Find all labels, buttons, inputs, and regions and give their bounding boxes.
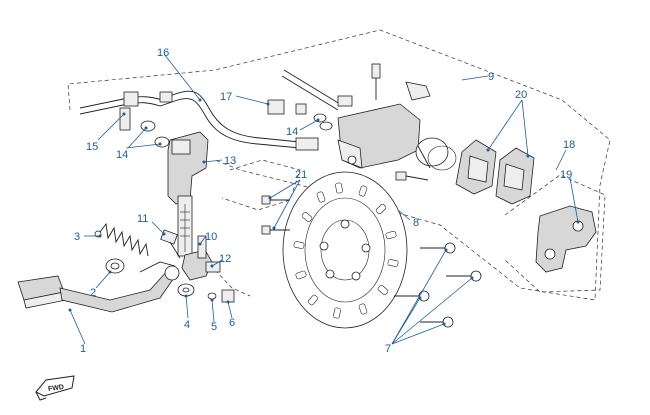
callout-4: 4 <box>184 319 190 331</box>
callout-14-right: 14 <box>286 126 298 138</box>
pedal-group-outline <box>214 159 301 297</box>
callout-12: 12 <box>219 253 231 265</box>
bleed-screw <box>371 63 381 100</box>
caliper-group-outline <box>67 29 611 301</box>
caliper-bracket <box>535 205 597 273</box>
callout-leaders <box>68 53 580 345</box>
callout-5: 5 <box>211 321 217 333</box>
callout-6: 6 <box>229 317 235 329</box>
piston <box>415 137 457 171</box>
washer <box>140 120 156 132</box>
brake-hose <box>79 90 319 151</box>
callout-8: 8 <box>413 217 419 229</box>
callout-19: 19 <box>560 169 572 181</box>
forward-arrow-icon: FWD <box>35 375 75 401</box>
bolt-6 <box>221 289 235 303</box>
nut-5 <box>207 292 217 300</box>
brake-pedal <box>17 261 180 313</box>
callout-9: 9 <box>488 71 494 83</box>
callout-18: 18 <box>563 139 575 151</box>
master-cylinder <box>167 131 209 257</box>
callout-16: 16 <box>157 47 169 59</box>
callout-1: 1 <box>80 343 86 355</box>
washer <box>154 136 170 148</box>
banjo-bolt <box>119 107 333 148</box>
slide-pin <box>395 171 429 181</box>
callout-3: 3 <box>74 231 80 243</box>
washer-2 <box>105 258 125 274</box>
callout-10: 10 <box>205 231 217 243</box>
bolts-21 <box>261 195 290 235</box>
fwd-label: FWD <box>48 384 65 393</box>
callout-labels: 1 2 3 4 5 6 7 8 9 10 11 12 13 14 14 15 1… <box>74 47 575 355</box>
callout-15: 15 <box>86 141 98 153</box>
callout-7: 7 <box>385 343 391 355</box>
callout-14-left: 14 <box>116 149 128 161</box>
hose-banjo-fitting <box>123 91 139 107</box>
callout-11: 11 <box>137 213 148 225</box>
washer <box>319 121 333 131</box>
pivot-bush <box>177 283 195 297</box>
return-spring <box>94 222 149 257</box>
caliper-pin <box>267 69 353 115</box>
callout-21: 21 <box>295 169 307 181</box>
callout-13: 13 <box>224 155 236 167</box>
bracket-group-outline <box>504 174 606 293</box>
disc-bolts <box>394 242 482 328</box>
callout-20: 20 <box>515 89 527 101</box>
callout-17: 17 <box>220 91 232 103</box>
brake-pads <box>455 139 535 205</box>
bolt-17 <box>267 99 285 115</box>
callout-2: 2 <box>90 287 96 299</box>
caliper-body <box>337 81 431 169</box>
brake-disc <box>282 171 408 329</box>
